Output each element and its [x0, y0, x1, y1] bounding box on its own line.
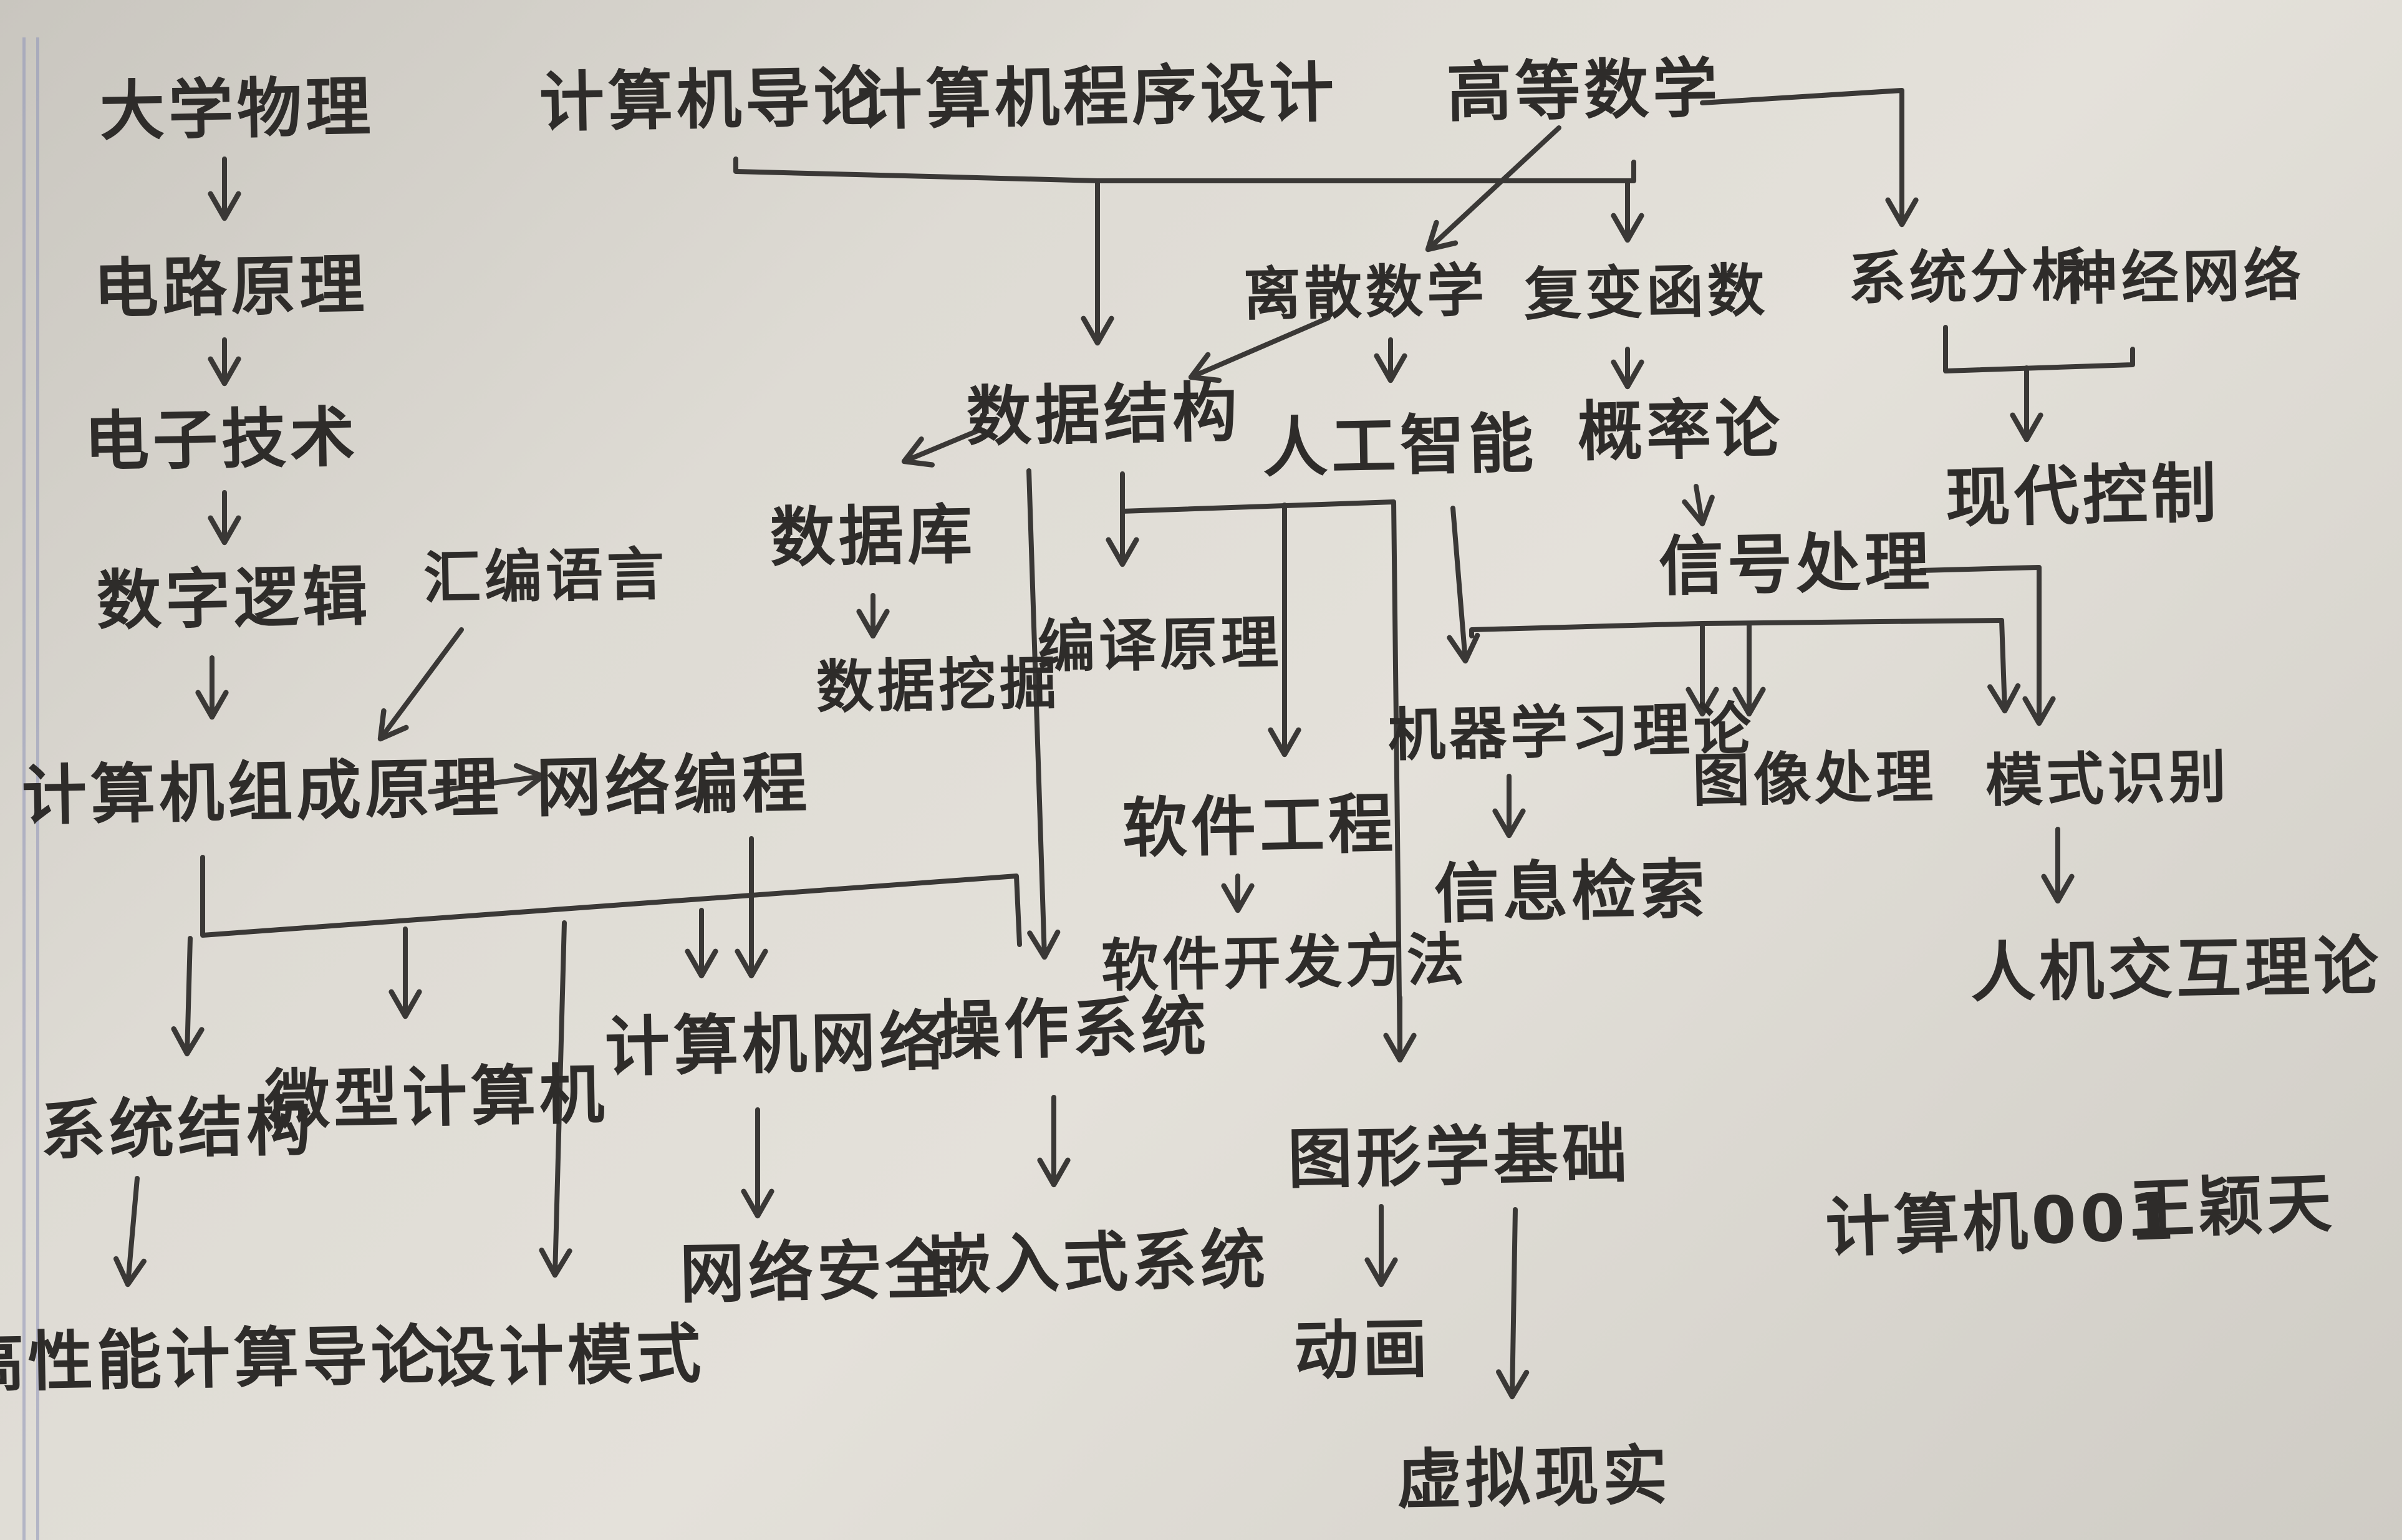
- node-bianyi-yuanli: 编译原理: [1037, 609, 1283, 681]
- node-moshi-shibie: 模式识别: [1985, 743, 2231, 815]
- arrow-to-pattern: [1987, 618, 2021, 714]
- node-wangluo-anquan: 网络安全: [678, 1231, 955, 1312]
- node-shenjing-wangluo: 神经网络: [2060, 241, 2305, 313]
- arrow-prob-to-signal: [1682, 484, 1715, 527]
- node-dianzi-jishu: 电子技术: [83, 399, 360, 480]
- arrow-signal-to-pattern: [1918, 565, 2056, 726]
- node-rengong-zhineng: 人工智能: [1261, 405, 1538, 486]
- node-daxue-wuli: 大学物理: [99, 69, 375, 150]
- node-shuju-wajue: 数据挖掘: [816, 650, 1061, 721]
- arrow-discrete-to-ds: [1188, 315, 1331, 383]
- node-lisan-shuxue: 离散数学: [1243, 257, 1488, 329]
- node-huibian-yuyan: 汇编语言: [423, 541, 668, 612]
- node-ruanjian-kaifa: 软件开发方法: [1101, 926, 1469, 1000]
- arrow-organization-to-netprog: [428, 763, 546, 796]
- node-ruanjian-gongcheng: 软件工程: [1121, 786, 1398, 867]
- arrow-calculus-to-sysanalysis: [1700, 88, 1919, 228]
- signature-name: 王颖天: [2128, 1165, 2337, 1248]
- signature-class: 计算机001: [1824, 1178, 2179, 1266]
- node-donghua: 动画: [1293, 1311, 1432, 1389]
- node-gailv-lun: 概率论: [1576, 390, 1785, 470]
- margin-line: [22, 37, 26, 1540]
- node-caozuo-xitong: 操作系统: [934, 988, 1211, 1069]
- node-xinxi-jiansuo: 信息检索: [1433, 851, 1710, 932]
- node-dianlu-yuanli: 电路原理: [92, 246, 369, 327]
- node-fubian-hanshu: 复变函数: [1523, 257, 1769, 329]
- margin-line: [36, 37, 39, 1540]
- arrow-ai-down: [1447, 506, 1480, 664]
- node-jisuanji-zucheng: 计算机组成原理: [21, 749, 503, 834]
- arrow-graphics-to-vr: [1496, 1207, 1530, 1400]
- node-jisuanji-wangluo: 计算机网络: [604, 1003, 949, 1085]
- bracket-ds-right: [1120, 471, 1402, 1056]
- node-shujuku: 数据库: [769, 496, 977, 576]
- arrow-ds-to-os: [1026, 468, 1061, 960]
- bus-organization: [200, 855, 1022, 947]
- arrow-to-sysarch: [171, 936, 205, 1057]
- arrow-calculus-to-discrete: [1425, 125, 1561, 253]
- bracket-control: [1943, 325, 2135, 373]
- node-renji-jiaohu: 人机交互理论: [1969, 928, 2383, 1011]
- node-gaoxingneng-jisuan: 高性能计算导论: [0, 1317, 441, 1402]
- node-xinhao-chuli: 信号处理: [1657, 524, 1934, 605]
- bracket-top: [733, 156, 1636, 183]
- node-qianrushi-xitong: 嵌入式系统: [925, 1221, 1270, 1304]
- node-chengxu-sheji: 计算机程序设计: [856, 54, 1339, 139]
- node-xitong-fenxi: 系统分析: [1848, 241, 2093, 313]
- arrow-to-design: [539, 920, 572, 1278]
- arrow-sysarch-to-hpc: [113, 1176, 147, 1287]
- node-jisuanji-daolun: 计算机导论: [538, 59, 884, 141]
- node-gaodeng-shuxue: 高等数学: [1445, 50, 1722, 131]
- bracket-ml: [1469, 618, 2004, 638]
- node-tuxiang-chuli: 图像处理: [1692, 743, 1937, 815]
- node-wangluo-biancheng: 网络编程: [535, 745, 812, 826]
- arrow-ds-to-database: [901, 428, 982, 468]
- node-weixing-jisuanji: 微型计算机: [264, 1056, 609, 1138]
- node-xuni-xianshi: 虚拟现实: [1396, 1437, 1672, 1518]
- node-xiandai-kongzhi: 现代控制: [1944, 455, 2221, 536]
- node-tuxingxue-jichu: 图形学基础: [1286, 1115, 1632, 1198]
- node-sheji-jiyou: 设计模式: [429, 1316, 706, 1397]
- node-shuzi-luoji: 数字逻辑: [95, 558, 372, 639]
- arrow-assembly-to-organization: [377, 627, 464, 742]
- node-shuju-jiegou: 数据结构: [965, 374, 1242, 455]
